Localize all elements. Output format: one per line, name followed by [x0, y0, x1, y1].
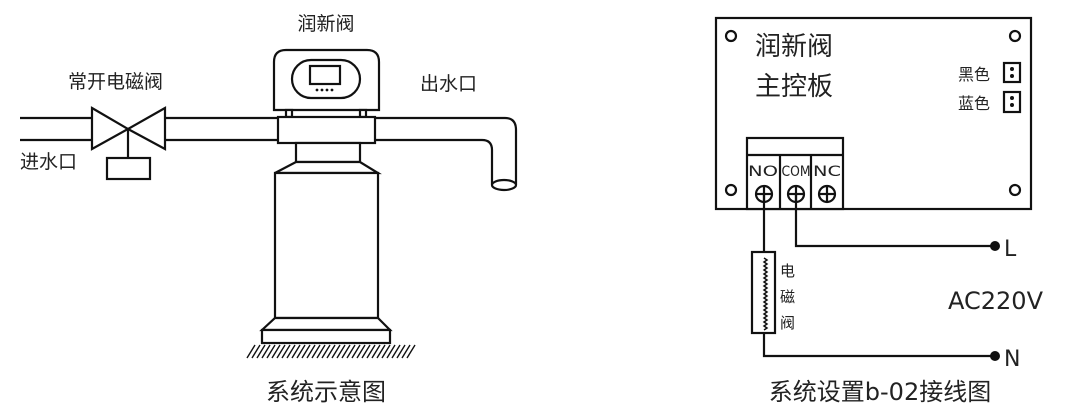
supply-voltage-label: AC220V	[948, 287, 1044, 315]
outlet-pipe	[375, 116, 518, 192]
terminal-nc-label: NC	[813, 164, 841, 180]
line-l-label: L	[1004, 237, 1017, 262]
connector-blue-icon	[1002, 90, 1022, 114]
system-diagram: 润新阀 常开电磁阀 进水口 出水口	[20, 13, 518, 406]
system-diagram-caption: 系统示意图	[266, 378, 386, 406]
inlet-label: 进水口	[20, 151, 77, 173]
connector-black-label: 黑色	[958, 65, 990, 84]
solenoid-valve-icon	[90, 106, 167, 181]
solenoid-label-char3: 阀	[780, 314, 795, 332]
valve-head-label: 润新阀	[297, 13, 354, 35]
filter-tank	[246, 160, 416, 359]
outlet-label: 出水口	[420, 73, 477, 95]
valve-controller	[272, 48, 381, 164]
board-title-line2: 主控板	[755, 72, 833, 102]
line-n-label: N	[1004, 347, 1020, 372]
board-title-line1: 润新阀	[755, 32, 833, 62]
screw-icon	[817, 184, 837, 204]
wiring-diagram: 润新阀 主控板 黑色 蓝色 NO COM NC	[714, 16, 1044, 406]
inlet-pipe	[20, 116, 278, 142]
wire-neutral	[762, 194, 1000, 361]
wiring-diagram-caption: 系统设置b-02接线图	[769, 378, 991, 406]
ground-hatching	[246, 344, 416, 359]
connector-black-icon	[1002, 61, 1022, 84]
mounting-holes	[724, 29, 1022, 197]
terminal-block: NO COM NC	[745, 136, 845, 211]
solenoid-label-char1: 电	[780, 262, 795, 280]
wire-live	[794, 194, 1000, 251]
solenoid-coil-icon	[750, 250, 777, 335]
solenoid-label: 常开电磁阀	[68, 71, 163, 93]
indicator-dots	[315, 88, 334, 92]
solenoid-label-char2: 磁	[780, 288, 795, 306]
connector-blue-label: 蓝色	[958, 94, 990, 113]
terminal-com-label: COM	[782, 164, 811, 180]
terminal-no-label: NO	[748, 164, 778, 180]
